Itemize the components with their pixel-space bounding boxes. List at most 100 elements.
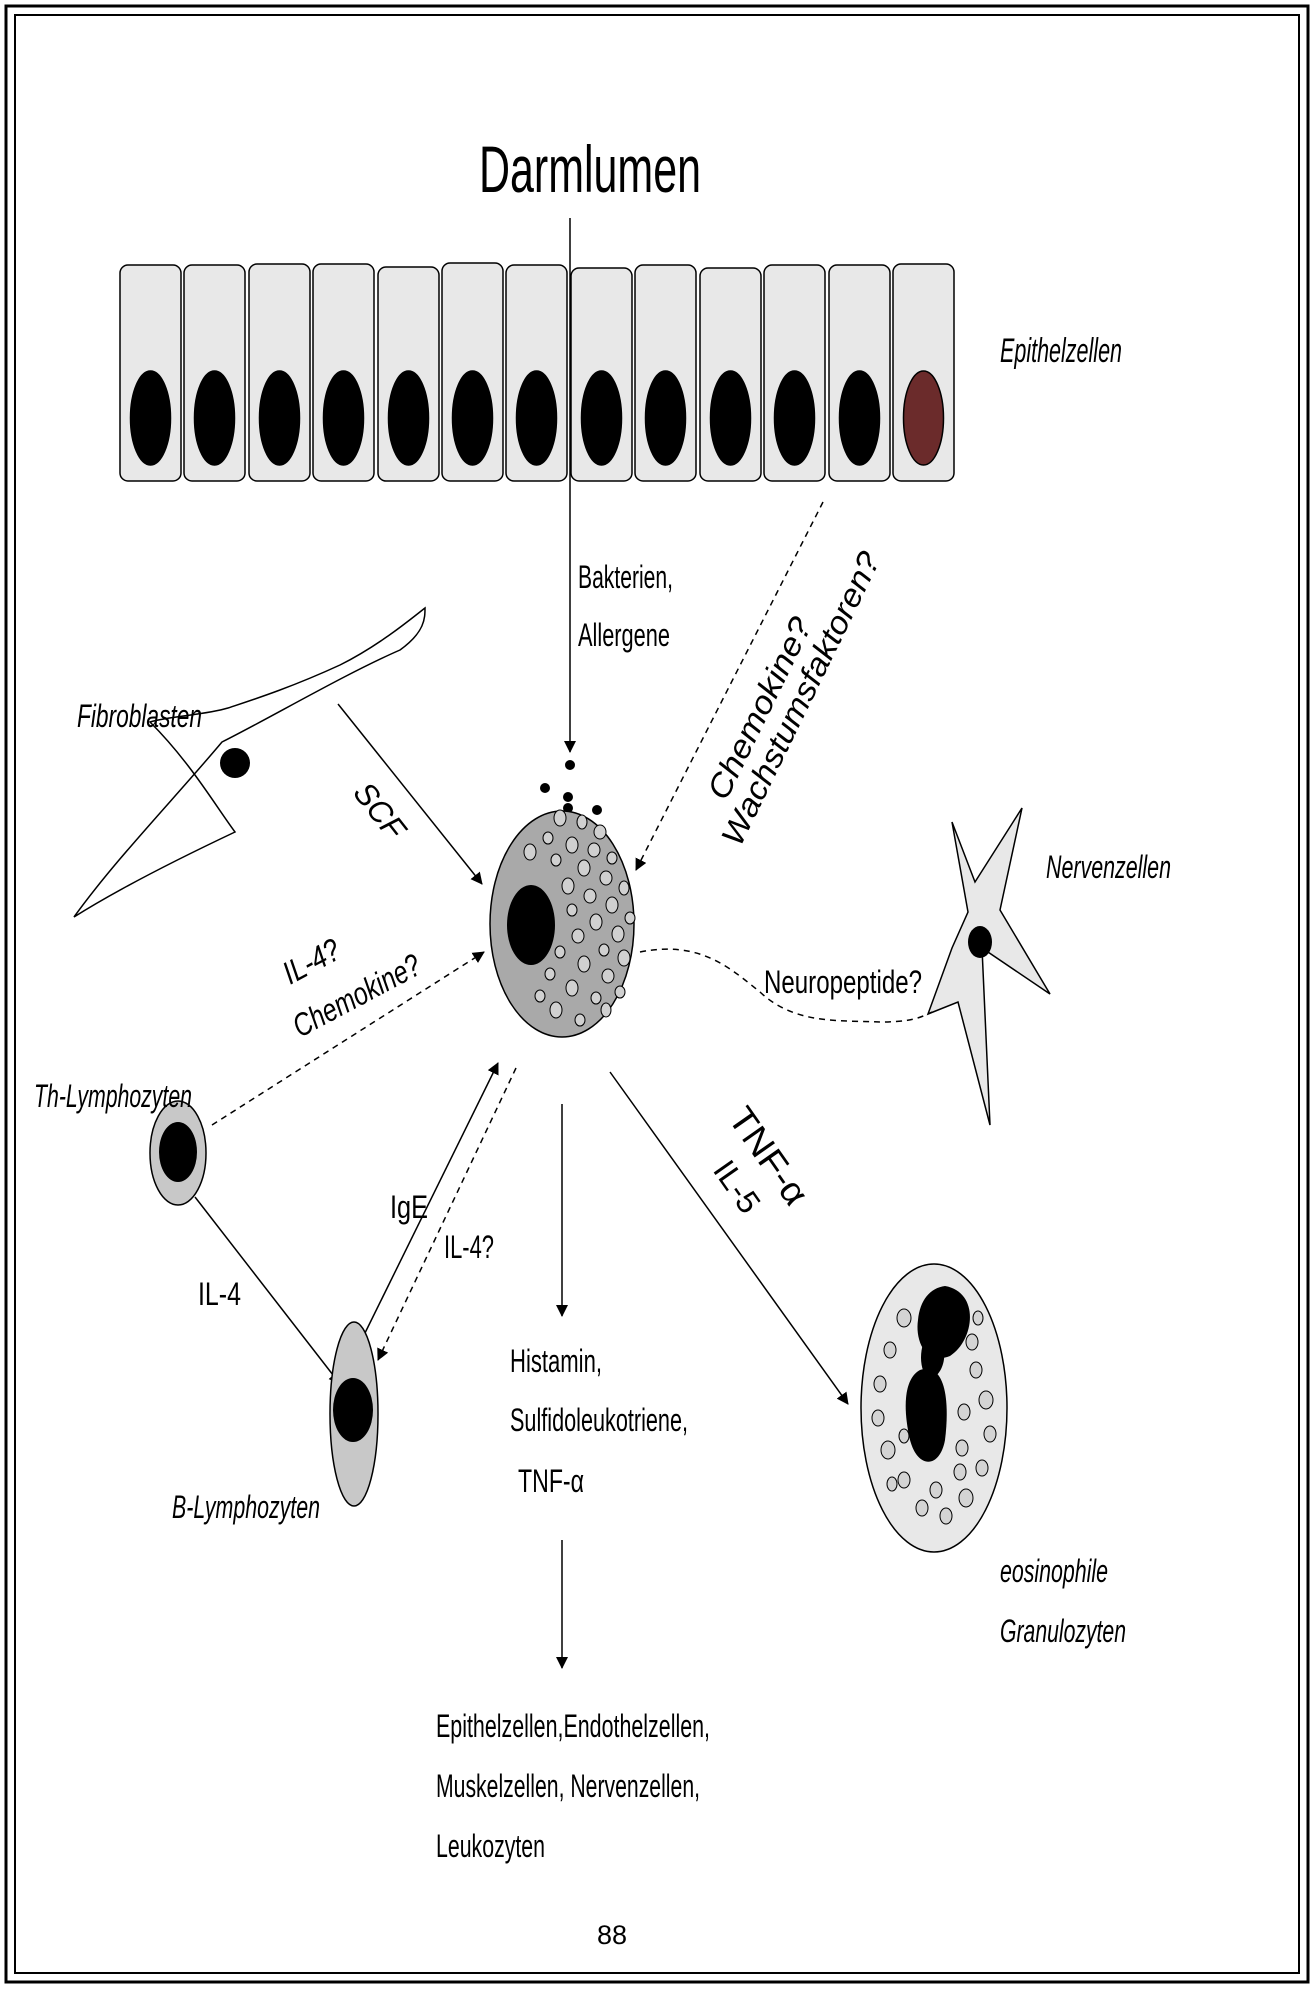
eosinophil-granule — [956, 1440, 968, 1456]
fibroblast-cell — [74, 608, 425, 917]
nerve-cell-body — [928, 808, 1050, 1125]
mast-cell-granule — [590, 914, 602, 930]
nerve-cell-nucleus — [968, 926, 992, 958]
epithelial-cell — [506, 265, 567, 481]
eosinophil-granule — [897, 1309, 911, 1327]
epithelial-cell-nucleus — [775, 371, 815, 465]
eosinophil-granule — [940, 1508, 952, 1524]
eosinophil-granule — [872, 1410, 884, 1426]
eosinophil-granule — [899, 1429, 909, 1443]
th-lymphocyte — [150, 1101, 206, 1205]
epithelial-cell-nucleus — [517, 371, 557, 465]
title-darmlumen: Darmlumen — [479, 132, 701, 206]
mast-cell-granule — [618, 950, 630, 966]
epithelial-cell-nucleus — [453, 371, 493, 465]
epithelial-cell-nucleus — [324, 371, 364, 465]
mast-cell — [490, 810, 635, 1037]
fibroblast-nucleus — [220, 748, 250, 778]
eosinophil-granule — [958, 1404, 970, 1420]
mast-cell-granule — [551, 854, 561, 866]
mast-cell-granule — [578, 860, 590, 876]
label-targets-line3: Leukozyten — [436, 1828, 545, 1864]
label-il4: IL-4 — [198, 1276, 241, 1312]
mast-cell-granule — [566, 980, 578, 996]
label-wachstumsfaktoren: Wachstumsfaktoren? — [714, 546, 888, 851]
mast-cell-granule — [619, 881, 629, 895]
mast-cell-granule — [588, 843, 600, 857]
label-th-lymphozyten: Th-Lymphozyten — [34, 1078, 192, 1114]
mast-cell-granule — [599, 944, 609, 956]
label-sulfidoleukotriene: Sulfidoleukotriene, — [510, 1402, 688, 1438]
mast-cell-granule — [555, 946, 565, 958]
mast-cell-granule — [606, 897, 618, 913]
epithelial-cell — [764, 265, 825, 481]
eosinophil-granule — [887, 1477, 897, 1491]
eosinophil-granule — [930, 1482, 942, 1498]
mast-cell-granule — [600, 871, 612, 885]
mast-cell-granule — [550, 1002, 562, 1018]
label-ige: IgE — [390, 1189, 428, 1225]
mast-cell-granule — [572, 929, 584, 943]
epithelial-cell — [893, 264, 954, 481]
label-granulozyten: Granulozyten — [1000, 1613, 1126, 1649]
mast-cell-granule — [584, 889, 596, 903]
label-il4-q2: IL-4? — [444, 1229, 494, 1265]
eosinophil-granule — [916, 1500, 928, 1516]
mast-cell-granule — [591, 992, 601, 1004]
eosinophil-granule — [984, 1426, 996, 1442]
nerve-cell — [928, 808, 1050, 1125]
mast-cell-granule — [625, 912, 635, 924]
eosinophil-granule — [970, 1362, 982, 1378]
th-lymphocyte-nucleus — [159, 1122, 197, 1182]
bacterium — [565, 760, 575, 770]
mast-cell-granule — [535, 990, 545, 1002]
label-b-lymphozyten: B-Lymphozyten — [172, 1489, 320, 1525]
epithelial-cell — [700, 268, 761, 481]
label-il4-q: IL-4? — [276, 931, 346, 991]
mast-cell-granule — [577, 815, 587, 829]
mast-cell-granule — [543, 832, 553, 844]
bacterium — [540, 783, 550, 793]
eosinophil-granule — [881, 1441, 895, 1459]
epithelial-cell — [249, 264, 310, 481]
epithelial-cell — [120, 265, 181, 481]
bacterium — [563, 792, 573, 802]
label-neuropeptide: Neuropeptide? — [764, 964, 922, 1000]
epithelial-cell-nucleus — [195, 371, 235, 465]
bacterium — [592, 805, 602, 815]
mast-cell-granule — [562, 878, 574, 894]
label-targets-line2: Muskelzellen, Nervenzellen, — [436, 1768, 700, 1804]
eosinophil-granule — [884, 1342, 896, 1358]
epithelial-cell — [442, 263, 503, 481]
epithelial-cell — [635, 265, 696, 481]
eosinophil-granulocyte — [861, 1264, 1007, 1552]
label-fibroblasten: Fibroblasten — [77, 698, 202, 734]
epithelial-cell-nucleus — [582, 371, 622, 465]
mast-cell-nucleus — [507, 885, 555, 965]
page-number: 88 — [597, 1920, 627, 1950]
epithelial-cell-nucleus — [646, 371, 686, 465]
mast-cell-granule — [615, 986, 625, 998]
mast-cell-granule — [578, 956, 590, 972]
epithelial-cell-nucleus — [711, 371, 751, 465]
mast-cell-granule — [524, 844, 536, 860]
epithelial-cell — [378, 267, 439, 481]
eosinophil-granule — [976, 1460, 988, 1476]
label-epithelzellen: Epithelzellen — [1000, 332, 1122, 370]
arrow-th-to-mastcell — [212, 952, 484, 1125]
mast-cell-granule — [566, 837, 578, 853]
bacteria-dots — [540, 760, 602, 815]
label-tnf-alpha-mediator: TNF-α — [518, 1463, 584, 1499]
label-histamin: Histamin, — [510, 1343, 602, 1379]
epithelial-cell — [571, 268, 632, 481]
arrow-ige — [364, 1063, 498, 1335]
epithelial-cell — [829, 265, 890, 481]
mast-cell-granule — [554, 810, 566, 826]
mast-cell-granule — [575, 1014, 585, 1026]
eosinophil-granule — [954, 1464, 966, 1480]
eosinophil-granule — [979, 1391, 993, 1409]
mast-cell-granule — [594, 825, 606, 839]
epithelial-layer — [120, 263, 954, 481]
